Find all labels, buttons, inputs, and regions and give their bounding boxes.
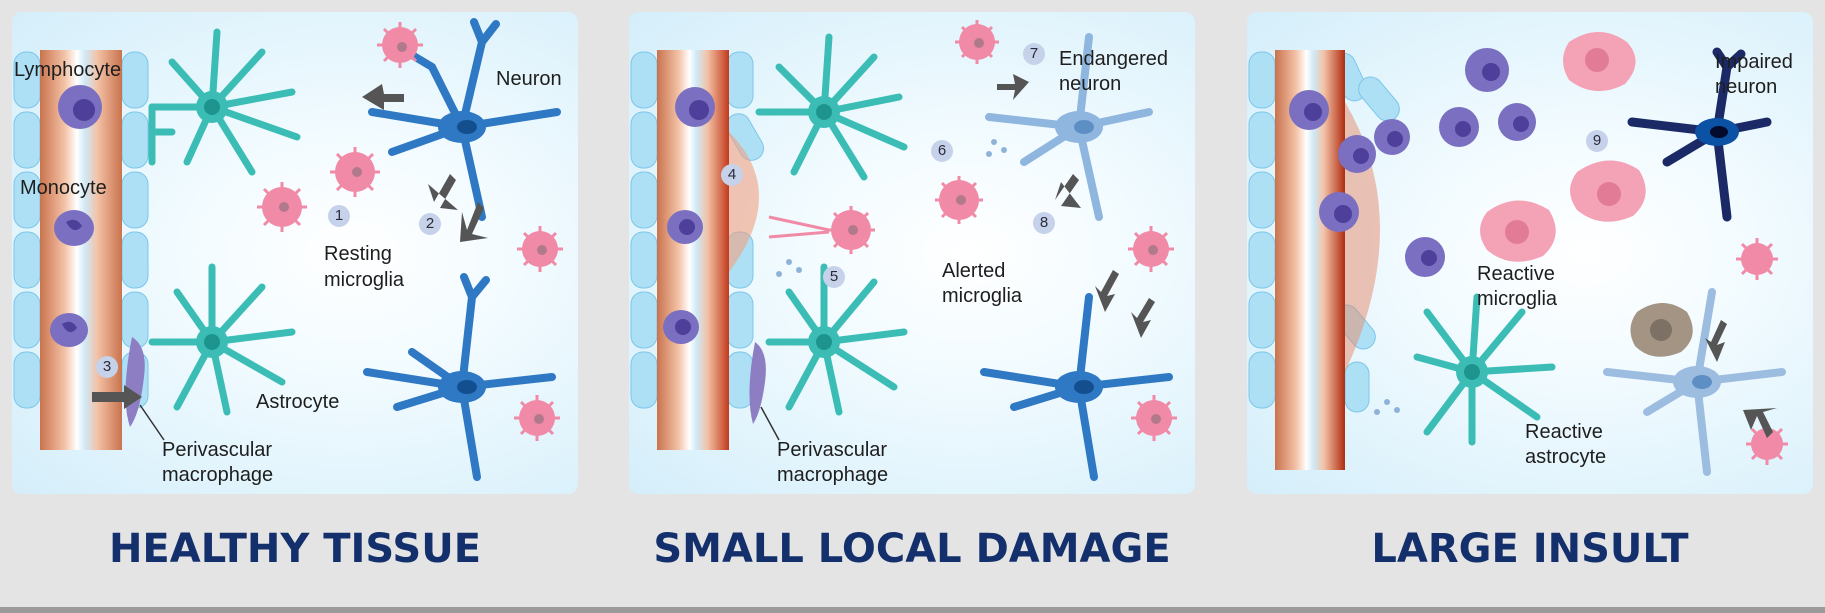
step-number: 7 — [1023, 43, 1045, 65]
label-reactive-astrocyte-1: Reactive — [1525, 420, 1603, 444]
label-astrocyte: Astrocyte — [256, 390, 339, 414]
step-number: 5 — [823, 266, 845, 288]
label-perivascular-1: Perivascular — [777, 438, 887, 462]
lymphocyte-cell — [58, 85, 102, 129]
label-reactive-microglia-1: Reactive — [1477, 262, 1555, 286]
step-number: 2 — [419, 213, 441, 235]
step-number: 9 — [1586, 130, 1608, 152]
label-perivascular-2: macrophage — [162, 463, 273, 487]
label-impaired-neuron-1: Impaired — [1715, 50, 1793, 74]
label-neuron: Neuron — [496, 67, 562, 91]
step-number: 1 — [328, 205, 350, 227]
panel-small-local-damage: Endangered neuron Alerted microglia Peri… — [629, 12, 1195, 494]
label-endangered-neuron-1: Endangered — [1059, 47, 1168, 71]
step-number: 8 — [1033, 212, 1055, 234]
monocyte-cell-2 — [50, 313, 88, 347]
panel-healthy-tissue: Lymphocyte Monocyte Neuron Resting micro… — [12, 12, 578, 494]
label-lymphocyte: Lymphocyte — [14, 58, 121, 82]
caption-healthy-tissue: HEALTHY TISSUE — [12, 526, 578, 572]
label-alerted-microglia-2: microglia — [942, 284, 1022, 308]
dead-cell — [1630, 303, 1692, 357]
label-endangered-neuron-2: neuron — [1059, 72, 1121, 96]
step-number: 4 — [721, 164, 743, 186]
perivascular-macrophage-cell — [125, 337, 144, 427]
label-monocyte: Monocyte — [20, 176, 107, 200]
monocyte-cell — [54, 210, 94, 246]
label-impaired-neuron-2: neuron — [1715, 75, 1777, 99]
bottom-divider — [0, 607, 1825, 613]
caption-small-local-damage: SMALL LOCAL DAMAGE — [629, 526, 1195, 572]
label-reactive-microglia-2: microglia — [1477, 287, 1557, 311]
panel-large-insult: Impaired neuron Reactive microglia React… — [1247, 12, 1813, 494]
label-resting-microglia-2: microglia — [324, 268, 404, 292]
caption-large-insult: LARGE INSULT — [1247, 526, 1813, 572]
label-reactive-astrocyte-2: astrocyte — [1525, 445, 1606, 469]
label-perivascular-1: Perivascular — [162, 438, 272, 462]
label-resting-microglia-1: Resting — [324, 242, 392, 266]
step-number: 6 — [931, 140, 953, 162]
healthy-tissue-illustration — [12, 12, 578, 494]
step-number: 3 — [96, 356, 118, 378]
label-alerted-microglia-1: Alerted — [942, 259, 1005, 283]
label-perivascular-2: macrophage — [777, 463, 888, 487]
lymphocyte-cell — [675, 87, 715, 127]
